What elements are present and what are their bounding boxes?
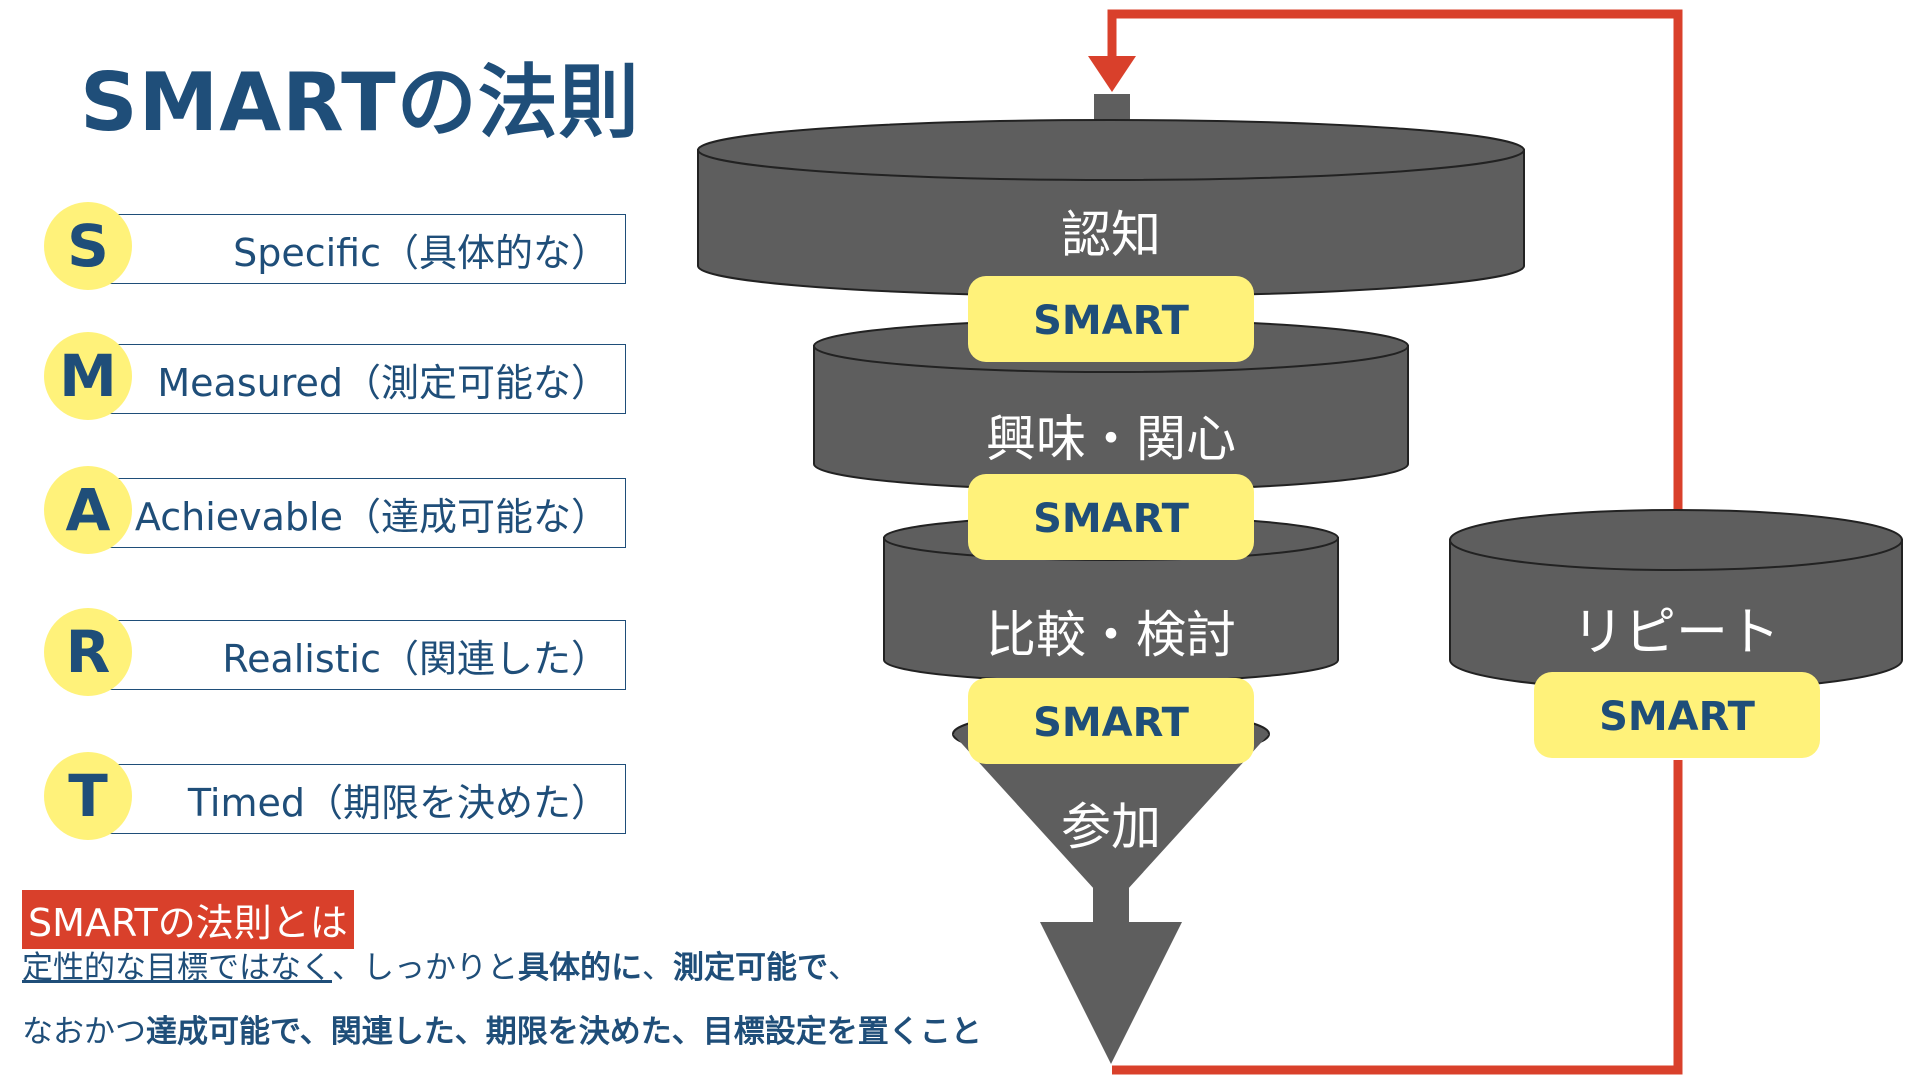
smart-item-label: Realistic（関連した）	[88, 620, 626, 690]
smart-badge-label: SMART	[1033, 496, 1190, 542]
definition-bold: 具体的に	[518, 950, 642, 986]
definition-text: 、	[828, 950, 859, 986]
smart-badge-label: SMART	[1033, 298, 1190, 344]
letter-badge: S	[44, 202, 132, 290]
loop-arrowhead	[1088, 56, 1136, 92]
smart-item-m: Measured（測定可能な） M	[44, 332, 628, 420]
smart-badge-3	[968, 678, 1254, 764]
stage-label-3: 比較・検討	[986, 606, 1236, 664]
definition-text: 、しっかりと	[332, 950, 518, 986]
funnel-output-arrow	[1040, 922, 1182, 1064]
letter-badge: A	[44, 466, 132, 554]
repeat-stage-top	[1449, 509, 1903, 571]
funnel-top-stub	[1094, 94, 1130, 120]
funnel-spout	[1093, 888, 1129, 924]
funnel-stage-4	[953, 734, 1269, 890]
smart-item-s: Specific（具体的な） S	[44, 202, 628, 290]
definition-bold: 達成可能で、関連した、期限を決めた、目標設定を置くこと	[146, 1014, 982, 1050]
smart-item-a: Achievable（達成可能な） A	[44, 466, 628, 554]
smart-item-label: Timed（期限を決めた）	[88, 764, 626, 834]
smart-badge-label: SMART	[1599, 694, 1756, 740]
stage-label-2: 興味・関心	[986, 410, 1236, 468]
definition-bold: 測定可能で	[673, 950, 828, 986]
stage-label-4: 参加	[1061, 798, 1161, 856]
smart-item-t: Timed（期限を決めた） T	[44, 752, 628, 840]
smart-badge-1	[968, 276, 1254, 362]
definition-text: 、	[642, 950, 673, 986]
page-title: SMARTの法則	[80, 56, 640, 149]
funnel-stage-1-top	[697, 119, 1525, 181]
letter-badge: T	[44, 752, 132, 840]
definition-line-2: なおかつ達成可能で、関連した、期限を決めた、目標設定を置くこと	[22, 1006, 982, 1051]
letter-badge: R	[44, 608, 132, 696]
smart-item-r: Realistic（関連した） R	[44, 608, 628, 696]
repeat-label: リピート	[1572, 603, 1780, 663]
smart-item-label: Achievable（達成可能な）	[88, 478, 626, 548]
definition-underlined: 定性的な目標ではなく	[22, 950, 332, 986]
smart-item-label: Specific（具体的な）	[88, 214, 626, 284]
loop-arrow-line	[1107, 9, 1683, 515]
stage-label-1: 認知	[1061, 206, 1161, 264]
definition-title: SMARTの法則とは	[22, 890, 354, 949]
smart-badge-label: SMART	[1033, 700, 1190, 746]
loop-arrow-line	[1112, 760, 1683, 1075]
definition-text: なおかつ	[22, 1014, 146, 1050]
smart-badge-repeat	[1534, 672, 1820, 758]
smart-item-label: Measured（測定可能な）	[88, 344, 626, 414]
definition-line-1: 定性的な目標ではなく、しっかりと具体的に、測定可能で、	[22, 942, 859, 987]
smart-badge-2	[968, 474, 1254, 560]
letter-badge: M	[44, 332, 132, 420]
